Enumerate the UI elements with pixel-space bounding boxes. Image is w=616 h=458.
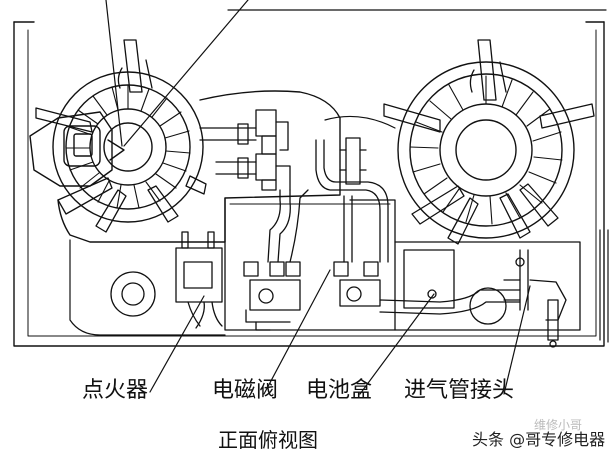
top-leader-lines	[105, 0, 249, 147]
right-burner	[397, 61, 575, 239]
gas-inlet-joint-leader	[503, 285, 531, 395]
solenoid-valve-leader	[263, 269, 331, 395]
label-leader-lines	[149, 269, 531, 395]
watermark-text: 头条 @哥专修电器	[472, 430, 606, 449]
igniter-box	[175, 231, 223, 329]
battery-box-leader	[359, 293, 435, 395]
battery-box	[403, 249, 455, 309]
right-burner-grill-slots	[409, 75, 563, 225]
igniter-leader	[149, 295, 205, 393]
diagram-caption: 正面俯视图	[218, 428, 318, 452]
igniter-label: 点火器	[82, 378, 149, 403]
watermark-faint-text: 维修小哥	[534, 418, 583, 432]
gas-inlet-joint-label: 进气管接头	[404, 378, 515, 403]
central-panel	[57, 90, 341, 243]
left-burner	[52, 71, 204, 223]
solenoid-valve-assembly	[243, 261, 301, 331]
battery-box-label: 电池盒	[306, 378, 373, 403]
top-valves	[199, 109, 367, 191]
left-pot-supports	[35, 39, 207, 233]
stove-body-outline	[13, 21, 605, 347]
igniter-housing	[29, 111, 125, 187]
right-knob	[469, 287, 507, 325]
right-pot-supports	[383, 39, 595, 245]
solenoid-valve-label: 电磁阀	[212, 378, 279, 403]
gas-pipes	[267, 139, 521, 315]
battery-box-assembly	[333, 261, 381, 307]
left-knob	[110, 271, 156, 317]
gas-inlet-joint	[503, 249, 567, 348]
stove-body-inner-line	[27, 29, 597, 337]
